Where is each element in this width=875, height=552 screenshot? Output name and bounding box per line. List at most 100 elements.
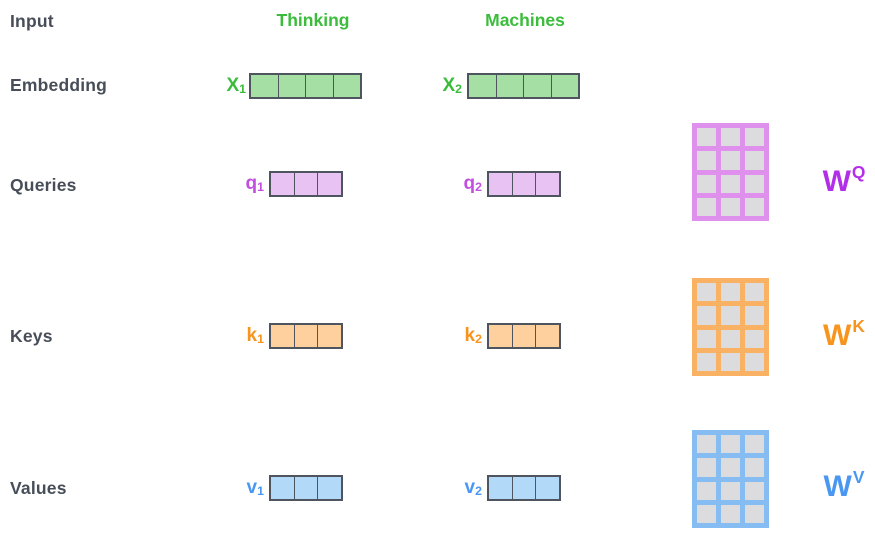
matrix-cell <box>697 329 716 348</box>
matrix-cell <box>721 352 740 371</box>
vector-symbol: X <box>226 75 240 96</box>
matrix-cell <box>745 329 764 348</box>
matrix-cell <box>697 458 716 477</box>
embedding-vector-x2 <box>467 73 580 99</box>
vector-subscript: 2 <box>475 180 482 195</box>
matrix-cell <box>697 352 716 371</box>
vector-cell <box>332 75 360 97</box>
vector-cell <box>293 173 317 195</box>
matrix-cell <box>697 283 716 302</box>
vector-cell <box>489 325 512 347</box>
vector-cell <box>293 325 317 347</box>
matrix-cell <box>697 481 716 500</box>
matrix-superscript: V <box>852 466 865 487</box>
matrix-cell <box>721 481 740 500</box>
vector-cell <box>293 477 317 499</box>
matrix-cell <box>745 504 764 523</box>
matrix-label-wk: WK <box>814 315 874 353</box>
vector-subscript: 1 <box>257 332 264 347</box>
key-vector-k1 <box>269 323 343 349</box>
vector-label-q2: q2 <box>418 171 482 198</box>
matrix-label-wq: WQ <box>814 161 874 199</box>
vector-cell <box>317 325 341 347</box>
vector-symbol: v <box>464 477 476 498</box>
matrix-cell <box>745 197 764 216</box>
word-header-thinking: Thinking <box>276 10 350 30</box>
vector-label-x1: X1 <box>182 73 246 100</box>
vector-cell <box>535 173 559 195</box>
vector-cell <box>511 173 535 195</box>
row-label-queries: Queries <box>10 175 77 195</box>
key-vector-k2 <box>487 323 561 349</box>
weight-matrix-wv <box>692 430 769 528</box>
vector-cell <box>489 173 512 195</box>
matrix-cell <box>745 128 764 147</box>
vector-label-v2: v2 <box>418 475 482 502</box>
vector-symbol: q <box>245 173 258 194</box>
vector-subscript: 1 <box>239 82 246 97</box>
matrix-cell <box>721 458 740 477</box>
vector-cell <box>317 173 341 195</box>
value-vector-v2 <box>487 475 561 501</box>
vector-symbol: q <box>463 173 476 194</box>
vector-symbol: k <box>246 325 258 346</box>
vector-cell <box>550 75 578 97</box>
vector-label-x2: X2 <box>398 73 462 100</box>
vector-subscript: 2 <box>475 484 482 499</box>
weight-matrix-wq <box>692 123 769 221</box>
embedding-vector-x1 <box>249 73 362 99</box>
matrix-superscript: K <box>852 315 865 336</box>
vector-subscript: 2 <box>475 332 482 347</box>
matrix-cell <box>721 329 740 348</box>
matrix-symbol: W <box>822 165 851 198</box>
matrix-cell <box>745 481 764 500</box>
vector-label-k1: k1 <box>200 323 264 350</box>
vector-cell <box>271 173 294 195</box>
vector-subscript: 1 <box>257 484 264 499</box>
vector-cell <box>535 477 559 499</box>
vector-cell <box>489 477 512 499</box>
row-label-embedding: Embedding <box>10 75 108 95</box>
value-vector-v1 <box>269 475 343 501</box>
vector-symbol: v <box>246 477 258 498</box>
matrix-symbol: W <box>823 319 852 352</box>
matrix-superscript: Q <box>851 161 866 182</box>
vector-label-v1: v1 <box>200 475 264 502</box>
vector-cell <box>523 75 551 97</box>
vector-subscript: 2 <box>455 82 462 97</box>
matrix-cell <box>745 352 764 371</box>
matrix-label-wv: WV <box>814 466 874 504</box>
matrix-cell <box>697 128 716 147</box>
vector-cell <box>469 75 496 97</box>
matrix-cell <box>697 197 716 216</box>
matrix-cell <box>721 435 740 454</box>
vector-cell <box>511 325 535 347</box>
row-label-keys: Keys <box>10 326 53 346</box>
matrix-cell <box>745 151 764 170</box>
matrix-cell <box>697 504 716 523</box>
matrix-cell <box>745 458 764 477</box>
row-label-input: Input <box>10 11 54 31</box>
vector-symbol: X <box>442 75 456 96</box>
matrix-cell <box>697 174 716 193</box>
vector-cell <box>271 325 294 347</box>
matrix-cell <box>721 197 740 216</box>
vector-cell <box>271 477 294 499</box>
vector-cell <box>535 325 559 347</box>
vector-label-q1: q1 <box>200 171 264 198</box>
matrix-cell <box>745 306 764 325</box>
matrix-symbol: W <box>823 470 852 503</box>
matrix-cell <box>697 151 716 170</box>
matrix-cell <box>721 504 740 523</box>
matrix-cell <box>697 306 716 325</box>
matrix-cell <box>721 151 740 170</box>
weight-matrix-wk <box>692 278 769 376</box>
word-header-machines: Machines <box>485 10 565 30</box>
matrix-cell <box>745 174 764 193</box>
vector-cell <box>251 75 278 97</box>
matrix-cell <box>721 174 740 193</box>
query-vector-q1 <box>269 171 343 197</box>
row-label-values: Values <box>10 478 67 498</box>
vector-symbol: k <box>464 325 476 346</box>
